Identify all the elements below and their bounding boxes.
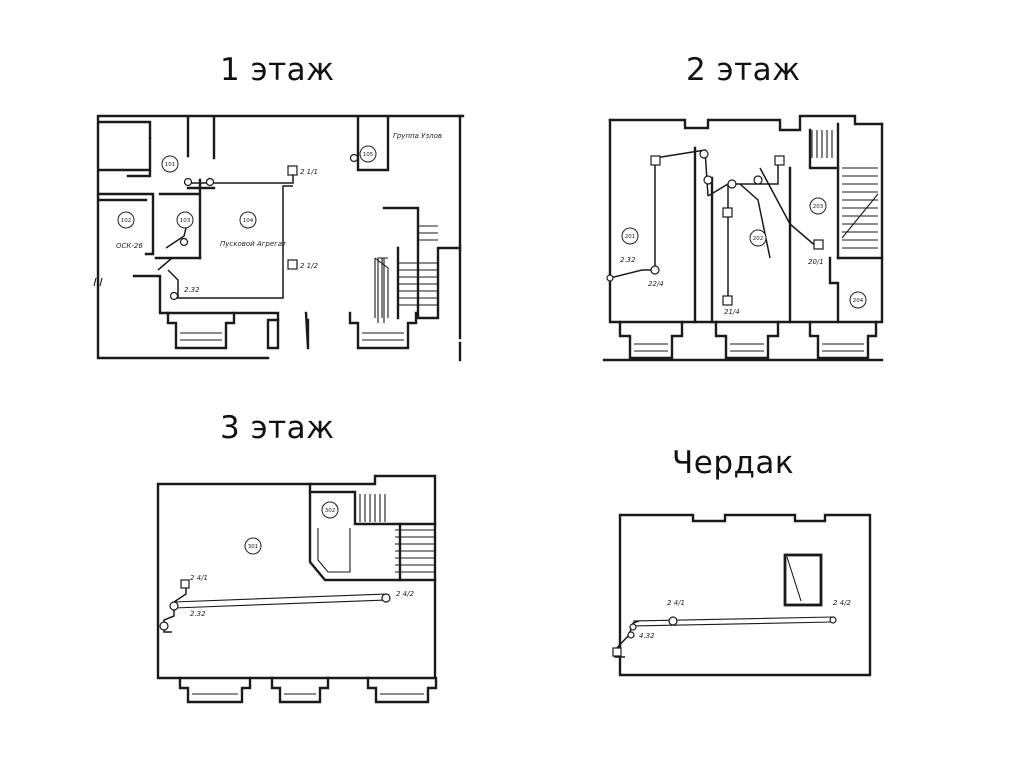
plan-label: 2 4/2 — [396, 590, 414, 598]
svg-text:101: 101 — [165, 162, 176, 168]
room-marker: 101 — [161, 155, 179, 173]
plan-label: 2.32 — [184, 286, 200, 294]
svg-text:201: 201 — [625, 234, 636, 240]
attic-plan: 2 4/1 2 4/2 4.32 — [612, 513, 872, 677]
plan-label: 4.32 — [639, 632, 655, 640]
room-marker: 102 — [117, 211, 135, 229]
room-marker: 204 — [849, 291, 867, 309]
room-marker: 201 — [621, 227, 639, 245]
floor-3-title: 3 этаж — [220, 410, 335, 446]
room-marker: 104 — [239, 211, 257, 229]
svg-text:204: 204 — [853, 298, 864, 304]
plan-label: 2 4/1 — [190, 574, 208, 582]
plan-label: Пусковой Агрегат — [220, 240, 287, 248]
plan-label: 2.32 — [620, 256, 636, 264]
room-marker: 103 — [176, 211, 194, 229]
room-marker: 301 — [244, 537, 262, 555]
floor-2-plan: 201 202 203 204 2.32 22/4 21/4 20/1 — [602, 114, 884, 362]
room-marker: 105 — [359, 145, 377, 163]
plan-label: 2 1/1 — [300, 168, 318, 176]
attic-title: Чердак — [672, 445, 795, 481]
plan-label: 2 4/2 — [833, 599, 851, 607]
floor-2-title: 2 этаж — [686, 52, 801, 88]
plan-label: 20/1 — [808, 258, 824, 266]
plan-label: 2 4/1 — [667, 599, 685, 607]
room-marker: 302 — [321, 501, 339, 519]
svg-text:105: 105 — [363, 152, 374, 158]
plan-label: ОСК-26 — [116, 242, 143, 250]
floor-3-plan: 301 302 2 4/1 2 4/2 2.32 — [156, 474, 438, 704]
svg-text:102: 102 — [121, 218, 132, 224]
svg-text:302: 302 — [325, 508, 336, 514]
svg-text:301: 301 — [248, 544, 259, 550]
plan-label: 21/4 — [724, 308, 740, 316]
plan-label: 2 1/2 — [300, 262, 318, 270]
svg-text:203: 203 — [813, 204, 824, 210]
room-marker: 203 — [809, 197, 827, 215]
svg-text:202: 202 — [753, 236, 764, 242]
plan-label: 2.32 — [190, 610, 206, 618]
floor-1-title: 1 этаж — [220, 52, 335, 88]
plan-label: Группа Узлов — [393, 132, 442, 140]
floor-1-plan: 101 102 103 104 105 Группа Узлов 2 1/1 2… — [93, 114, 465, 362]
svg-text:103: 103 — [180, 218, 191, 224]
room-marker: 202 — [749, 229, 767, 247]
svg-text:104: 104 — [243, 218, 254, 224]
plan-label: 22/4 — [648, 280, 664, 288]
